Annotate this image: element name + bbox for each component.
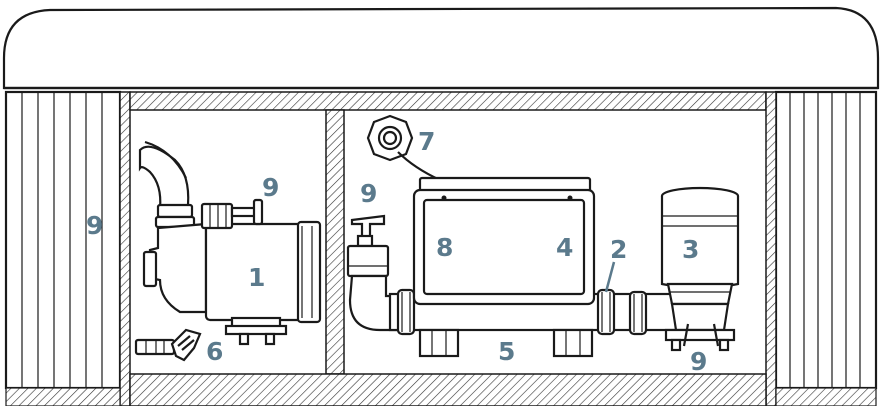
label-pump: 1 <box>248 263 265 292</box>
union-leader-line <box>604 261 616 293</box>
label-air-valve: 9 <box>360 179 377 208</box>
label-control-box-left: 8 <box>436 233 453 262</box>
base-right <box>775 387 877 406</box>
label-filter: 3 <box>682 235 699 264</box>
drain-valve <box>134 328 202 362</box>
left-side-panel <box>4 90 122 390</box>
pump <box>138 140 322 346</box>
spa-top-cover <box>2 6 880 90</box>
filter <box>660 186 740 352</box>
label-union: 2 <box>610 235 627 264</box>
label-pump-bolt: 9 <box>262 173 279 202</box>
label-filter-feet: 9 <box>690 347 707 376</box>
air-valve <box>346 214 390 278</box>
base-left <box>5 387 121 406</box>
label-control-box-right: 4 <box>556 233 573 262</box>
label-topside-control: 7 <box>418 127 435 156</box>
topside-control <box>366 114 441 181</box>
equipment-bay-frame <box>119 91 777 406</box>
label-drain-valve: 6 <box>206 337 223 366</box>
label-side-panel: 9 <box>86 211 103 240</box>
label-pipe: 5 <box>498 337 515 366</box>
right-side-panel <box>774 90 878 390</box>
control-box <box>412 176 596 358</box>
callout-labels: 9 9 1 6 7 9 8 4 2 3 5 9 <box>86 127 707 376</box>
